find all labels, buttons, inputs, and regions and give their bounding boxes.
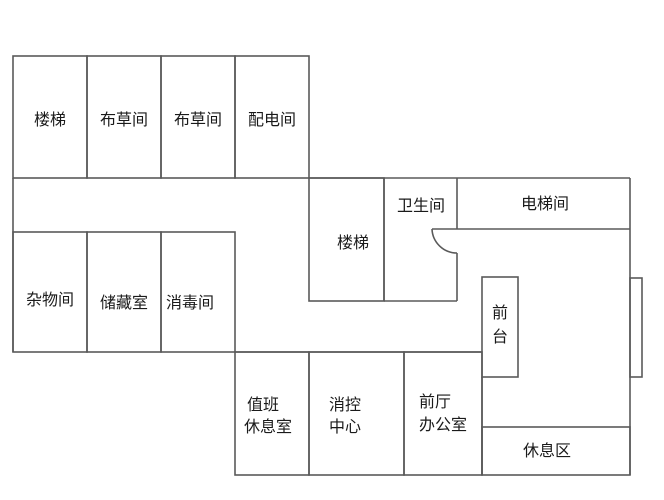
top-rooms [12,55,310,179]
label-duty-rest-2: 休息室 [244,417,292,436]
middle-left-rooms [12,231,236,353]
label-fire-control-1: 消控 [329,395,361,414]
label-elevator: 电梯间 [521,194,569,213]
room-disinfection [160,231,236,353]
label-stairs-2: 楼梯 [337,233,369,252]
label-linen-1: 布草间 [100,110,148,129]
entrance-door [629,277,643,378]
room-lounge [481,426,631,476]
label-disinfection: 消毒间 [166,293,214,312]
label-lobby-office-2: 办公室 [419,415,467,434]
label-restroom: 卫生间 [397,196,445,215]
label-lounge: 休息区 [523,441,571,460]
bottom-rooms [234,351,631,476]
label-fire-control-2: 中心 [329,417,361,436]
label-sundries: 杂物间 [26,290,74,309]
room-power [234,55,310,179]
door-arc-icon [431,228,458,254]
label-storage: 储藏室 [100,293,148,312]
label-duty-rest-1: 值班 [247,395,279,414]
room-lobby-office [403,351,483,476]
label-reception-2: 台 [492,327,508,346]
label-lobby-office-1: 前厅 [419,392,451,411]
label-stairs-1: 楼梯 [34,110,66,129]
reception-desk [481,276,519,378]
label-power: 配电间 [248,110,296,129]
label-reception-1: 前 [492,303,508,322]
label-linen-2: 布草间 [174,110,222,129]
room-storage [86,231,162,353]
